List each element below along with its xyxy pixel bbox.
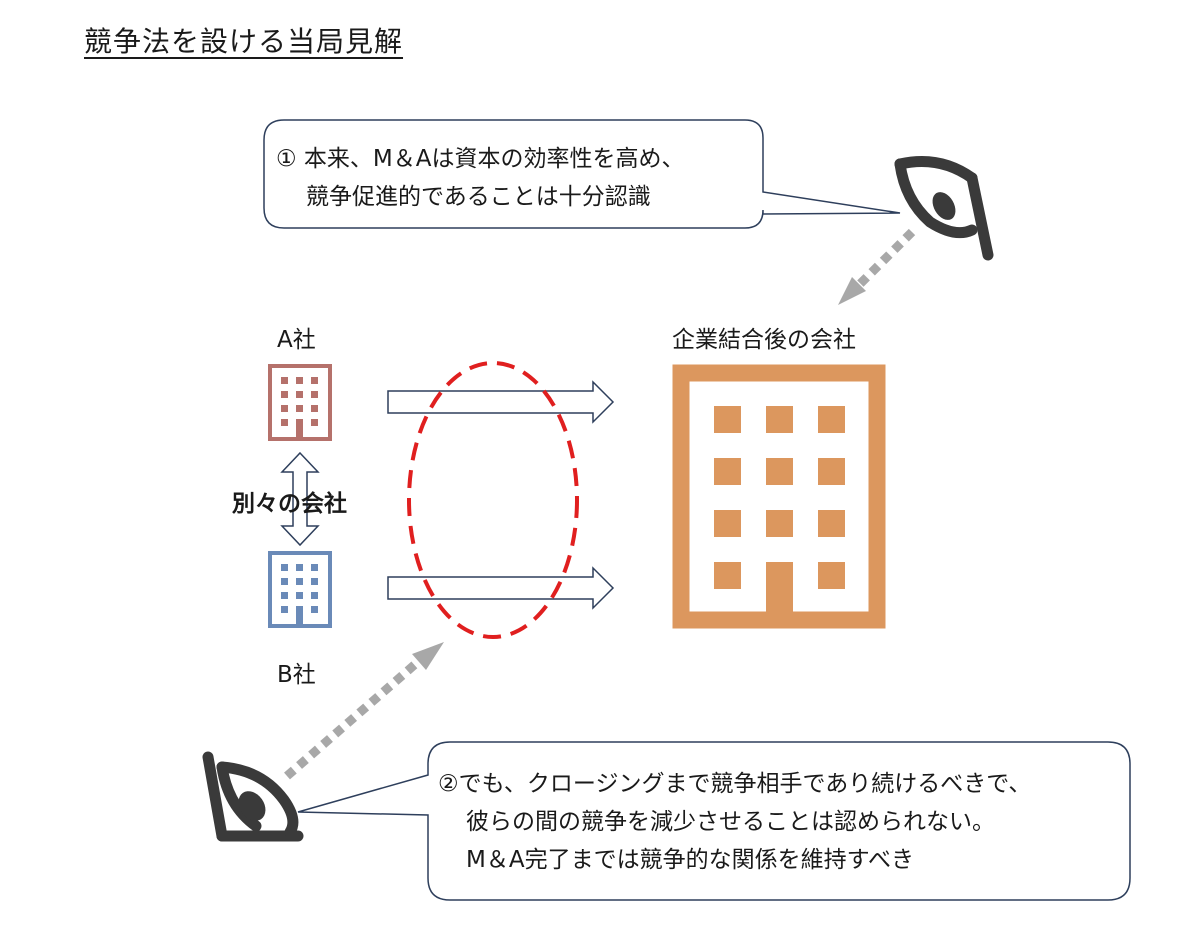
arrow-right-bottom <box>387 566 615 610</box>
building-icon <box>268 364 332 441</box>
callout-top-bubble <box>263 119 901 229</box>
callout-top-text: ① 本来、M＆Aは資本の効率性を高め、 競争促進的であることは十分認識 <box>276 140 685 216</box>
focus-ellipse <box>407 361 579 639</box>
dotted-arrow-top <box>838 228 916 305</box>
eye-icon <box>202 751 304 842</box>
callout-bottom-line2: 彼らの間の競争を減少させることは認められない。 <box>466 809 995 835</box>
page-title: 競争法を設ける当局見解 <box>84 25 404 58</box>
callout-bottom-text: ②でも、クロージングまで競争相手であり続けるべきで、 彼らの間の競争を減少させる… <box>438 765 1031 879</box>
company-a-label: A社 <box>277 327 316 353</box>
merged-company-label: 企業結合後の会社 <box>672 327 856 353</box>
eye-icon <box>894 156 994 261</box>
callout-bottom-line1: ②でも、クロージングまで競争相手であり続けるべきで、 <box>438 771 1032 797</box>
dotted-arrow-bottom <box>284 642 444 780</box>
callout-top-line1: ① 本来、M＆Aは資本の効率性を高め、 <box>276 146 685 172</box>
separate-companies-label: 別々の会社 <box>232 491 347 517</box>
building-icon <box>672 364 886 629</box>
company-b-label: B社 <box>277 662 316 688</box>
arrow-right-top <box>387 380 615 424</box>
callout-top-line2: 競争促進的であることは十分認識 <box>306 184 651 210</box>
double-arrow-vertical <box>280 451 320 547</box>
building-icon <box>268 551 332 628</box>
callout-bottom-bubble <box>297 741 1131 901</box>
callout-bottom-line3: M＆A完了までは競争的な関係を維持すべき <box>466 847 914 873</box>
